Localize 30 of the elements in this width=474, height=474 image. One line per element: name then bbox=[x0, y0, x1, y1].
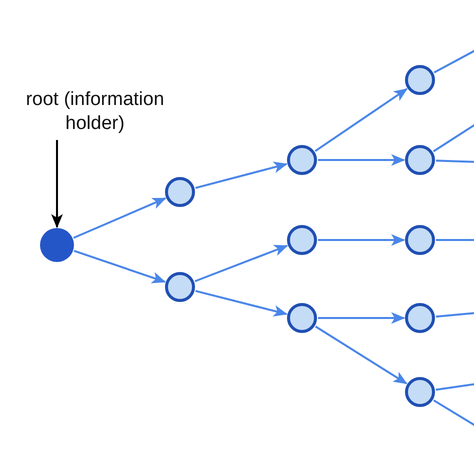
root-node-circle bbox=[40, 228, 74, 262]
connector-line bbox=[436, 383, 474, 391]
arrow bbox=[315, 326, 408, 384]
arrow bbox=[318, 154, 406, 166]
connector-line bbox=[436, 239, 474, 241]
connector-line bbox=[436, 160, 474, 163]
arrow bbox=[74, 250, 166, 284]
tree-node-circle bbox=[405, 377, 435, 407]
arrow bbox=[194, 244, 288, 282]
arrow bbox=[51, 140, 63, 228]
arrow bbox=[73, 197, 166, 239]
tree-node-circle bbox=[405, 65, 435, 95]
arrow bbox=[318, 312, 406, 324]
tree-node-circle bbox=[405, 303, 435, 333]
tree-node-circle bbox=[287, 225, 317, 255]
tree-node-circle bbox=[165, 177, 195, 207]
arrow bbox=[195, 290, 288, 317]
tree-node-circle bbox=[287, 145, 317, 175]
arrow bbox=[318, 234, 406, 246]
annotation-text: root (information holder) bbox=[2, 88, 188, 136]
tree-node-circle bbox=[287, 303, 317, 333]
connector-line bbox=[432, 123, 474, 152]
connector-line bbox=[436, 312, 474, 318]
tree-node-circle bbox=[165, 272, 195, 302]
tree-node-circle bbox=[405, 225, 435, 255]
connector-line bbox=[434, 49, 474, 74]
connector-line bbox=[433, 399, 474, 427]
arrow bbox=[195, 162, 288, 189]
arrow bbox=[314, 88, 408, 152]
tree-node-circle bbox=[405, 145, 435, 175]
